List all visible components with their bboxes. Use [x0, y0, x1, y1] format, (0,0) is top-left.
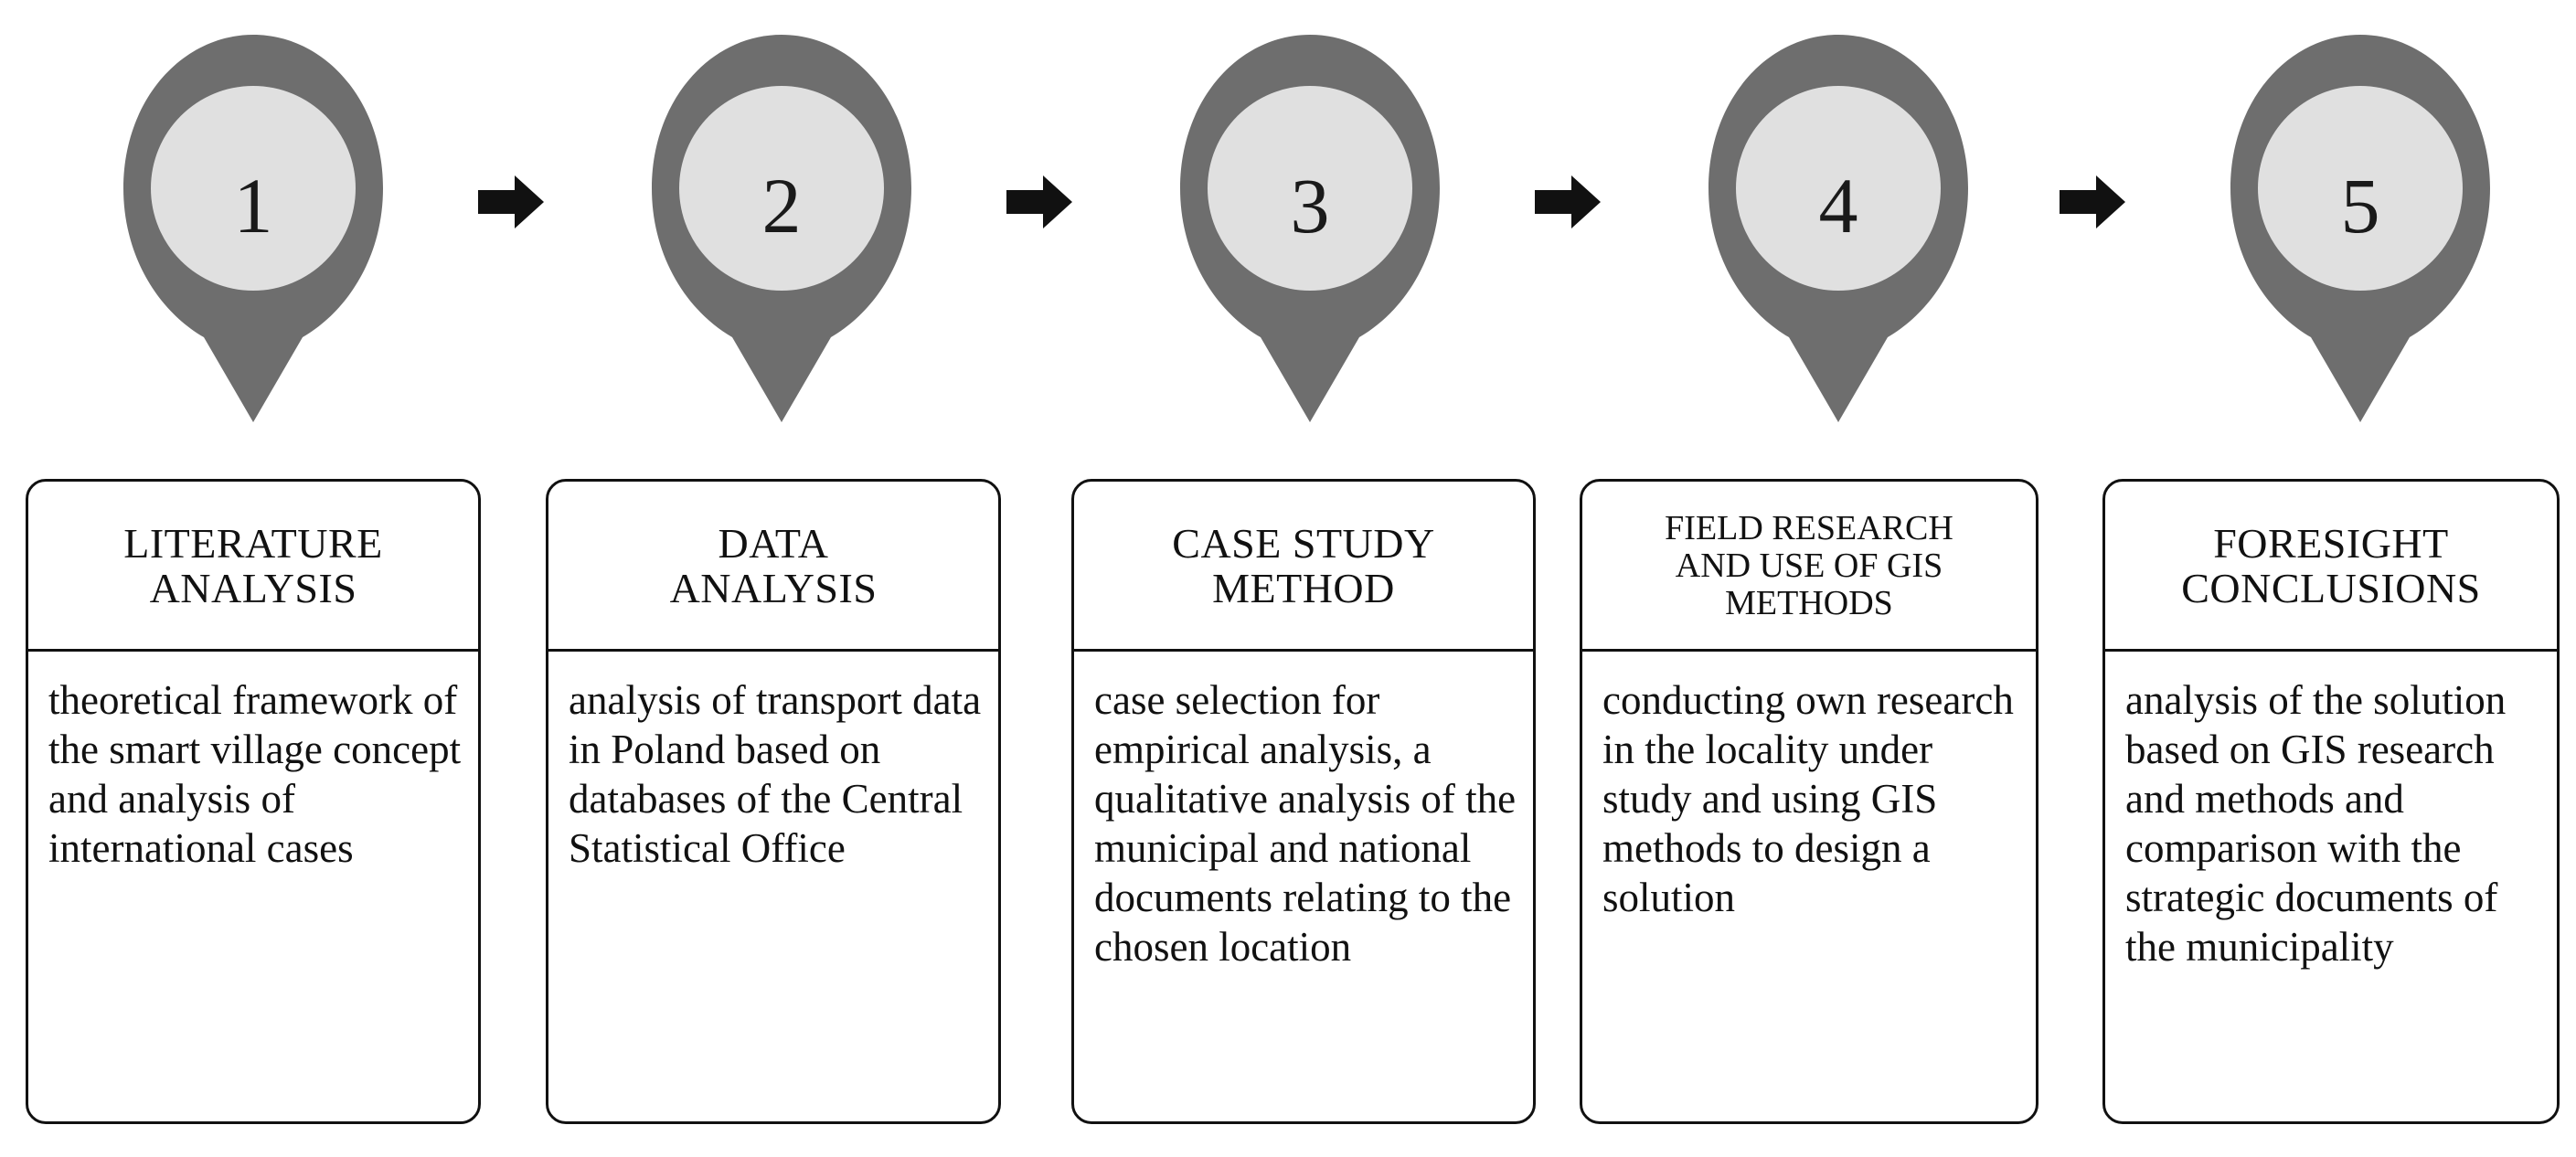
- stage-title-4: FIELD RESEARCH AND USE OF GIS METHODS: [1582, 482, 2036, 652]
- stage-body-3: case selection for empirical analysis, a…: [1094, 677, 1517, 970]
- marker-row: 1 2 3: [0, 0, 2576, 457]
- map-pin-marker-icon: [2230, 35, 2490, 422]
- stage-body-1: theoretical framework of the smart villa…: [48, 677, 462, 871]
- stage-body-5: analysis of the solution based on GIS re…: [2125, 677, 2507, 970]
- right-arrow-icon: [2060, 175, 2125, 228]
- step-marker-3[interactable]: 3: [1173, 27, 1447, 430]
- stage-title-5: FORESIGHT CONCLUSIONS: [2105, 482, 2557, 652]
- flow-arrow-4: [2058, 172, 2127, 232]
- map-pin-marker-icon: [652, 35, 911, 422]
- stage-title-1: LITERATURE ANALYSIS: [28, 482, 478, 652]
- stage-card-1[interactable]: LITERATURE ANALYSIS theoretical framewor…: [26, 479, 481, 1124]
- map-pin-marker-icon: [1708, 35, 1968, 422]
- right-arrow-icon: [478, 175, 544, 228]
- stage-title-2: DATA ANALYSIS: [548, 482, 998, 652]
- flow-arrow-2: [1005, 172, 1074, 232]
- stage-card-2[interactable]: DATA ANALYSIS analysis of transport data…: [546, 479, 1001, 1124]
- right-arrow-icon: [1006, 175, 1072, 228]
- step-marker-2[interactable]: 2: [644, 27, 919, 430]
- map-pin-marker-icon: [123, 35, 383, 422]
- flow-arrow-1: [476, 172, 546, 232]
- stage-card-3[interactable]: CASE STUDY METHOD case selection for emp…: [1071, 479, 1536, 1124]
- map-pin-marker-icon: [1180, 35, 1440, 422]
- stage-title-3: CASE STUDY METHOD: [1074, 482, 1533, 652]
- step-marker-4[interactable]: 4: [1701, 27, 1975, 430]
- step-marker-5[interactable]: 5: [2223, 27, 2497, 430]
- stage-body-2: analysis of transport data in Poland bas…: [569, 677, 982, 871]
- stage-card-4[interactable]: FIELD RESEARCH AND USE OF GIS METHODS co…: [1580, 479, 2038, 1124]
- step-marker-1[interactable]: 1: [116, 27, 390, 430]
- stage-body-4: conducting own research in the locality …: [1602, 677, 2014, 920]
- right-arrow-icon: [1535, 175, 1601, 228]
- stage-card-5[interactable]: FORESIGHT CONCLUSIONS analysis of the so…: [2102, 479, 2560, 1124]
- flow-arrow-3: [1533, 172, 1602, 232]
